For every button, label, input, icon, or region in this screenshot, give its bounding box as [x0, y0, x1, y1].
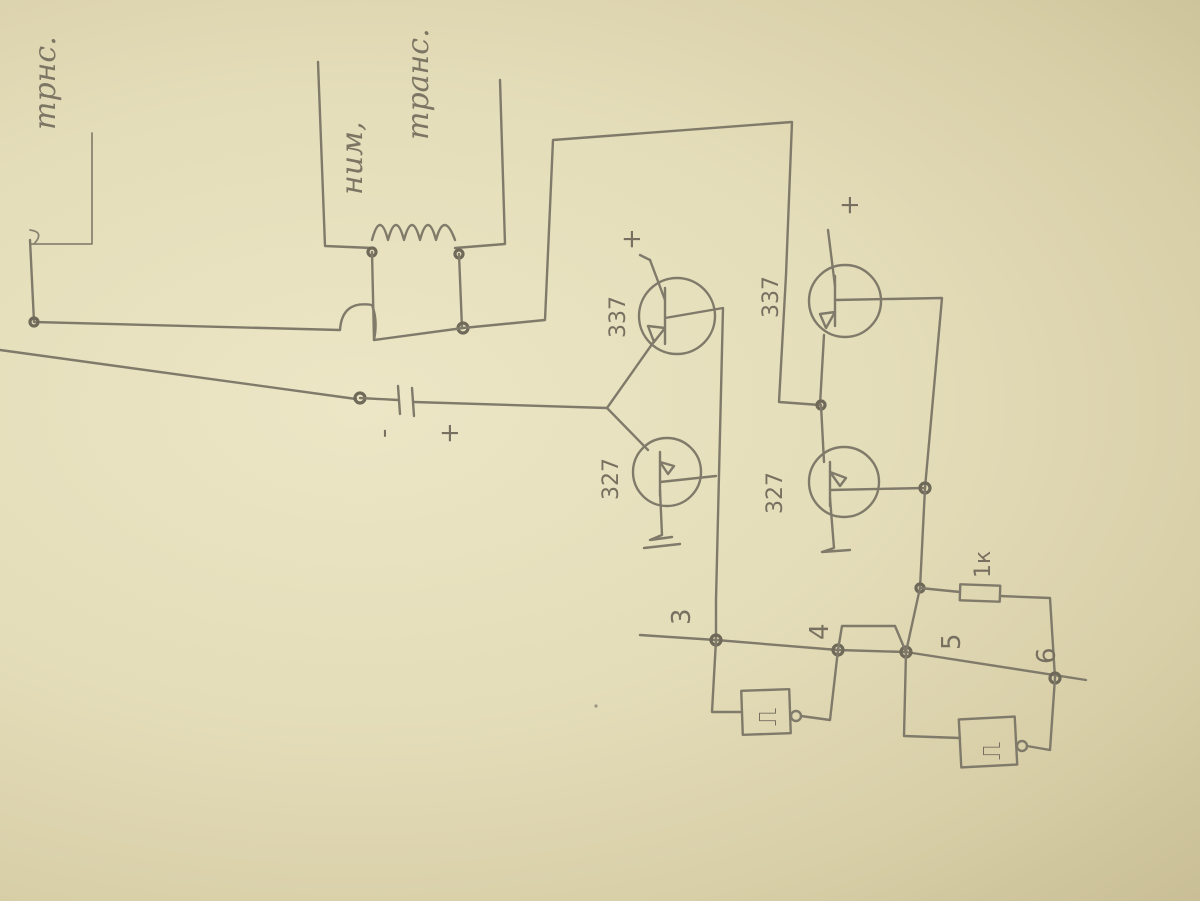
top-left-note: трнс.	[28, 36, 63, 130]
gate2-symbol: ⎍	[977, 742, 1007, 760]
schmitt-trigger-icon	[957, 715, 1019, 769]
cap-plus-label: +	[435, 422, 465, 444]
ground-icon	[642, 542, 682, 550]
q3-label: 337	[759, 276, 784, 318]
resistor-label: 1к	[971, 551, 996, 578]
transistor-q2: 327	[599, 406, 718, 550]
transistor-q3: 337 +	[759, 194, 944, 490]
node-6-label: 6	[1032, 647, 1062, 664]
node-4-label: 4	[805, 623, 835, 640]
q4-transistor-icon	[807, 445, 881, 519]
schmitt-gate-1: ⎍	[710, 638, 840, 737]
coil-note-2: транс.	[401, 28, 436, 140]
q2-label: 327	[599, 458, 624, 500]
schmitt-gate-2: ⎍	[902, 650, 1057, 769]
node-5-label: 5	[937, 633, 967, 650]
q1-label: 337	[606, 296, 631, 338]
stray-mark	[594, 704, 598, 708]
schmitt-trigger-icon	[740, 687, 792, 737]
q1-transistor-icon	[637, 276, 717, 356]
gate1-symbol: ⎍	[753, 708, 783, 726]
q3-transistor-icon	[807, 263, 883, 339]
logic-bus: 3 4 5 6	[638, 586, 1088, 685]
q2-transistor-icon	[631, 436, 703, 508]
loop-wire	[461, 120, 822, 407]
coil-note-1: ним,	[335, 122, 370, 196]
node-3-label: 3	[667, 608, 697, 625]
resistor-icon: 1к	[914, 486, 1057, 680]
top-left-transformer-box: трнс.	[28, 36, 93, 245]
cap-minus-label: -	[369, 429, 399, 438]
coil-transformer-box: ним, транс.	[316, 28, 507, 342]
q3-plus: +	[835, 194, 865, 216]
transistor-q1: 337 +	[605, 228, 725, 602]
feed-lines	[0, 238, 465, 405]
q1-plus: +	[617, 228, 647, 250]
transistor-q4: 327	[763, 403, 932, 554]
q4-label: 327	[763, 472, 788, 514]
inductor-coil-icon	[370, 223, 457, 242]
capacitor-icon: - +	[358, 384, 609, 444]
